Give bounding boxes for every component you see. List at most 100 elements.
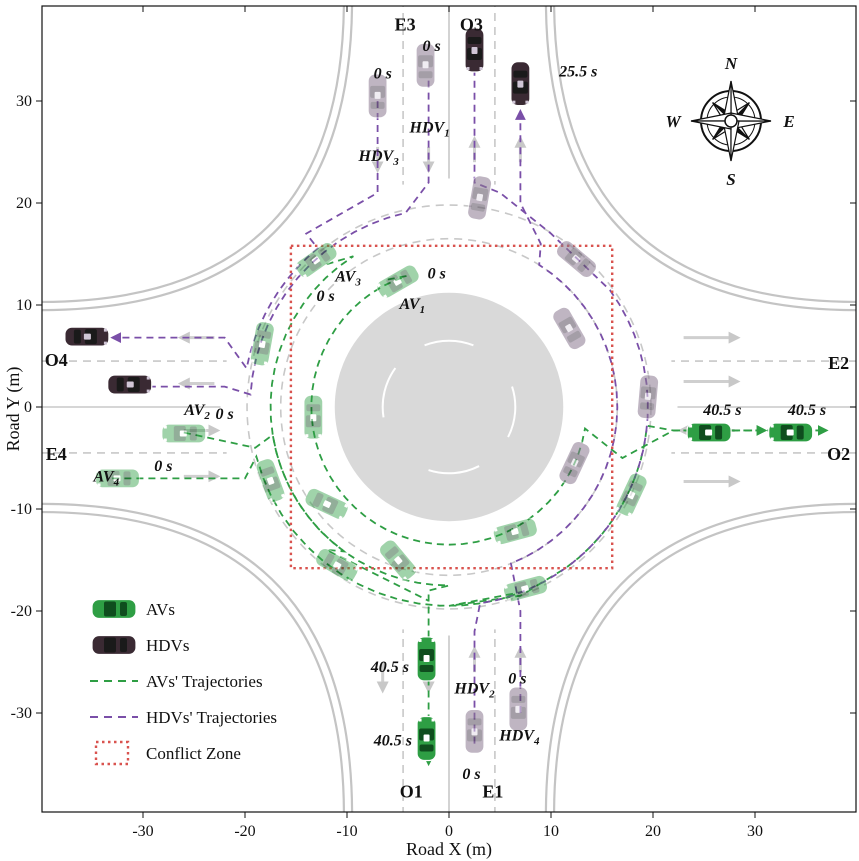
lane-label: O2 xyxy=(827,444,850,464)
compass-label: N xyxy=(724,54,738,73)
av-car-ghost xyxy=(492,517,539,546)
av-car-ghost xyxy=(295,241,338,279)
legend-label: AVs xyxy=(146,600,175,619)
lane-label: O3 xyxy=(460,15,483,35)
vehicles xyxy=(64,27,814,762)
x-tick-label: 10 xyxy=(543,823,559,840)
hdv-car-ghost xyxy=(552,306,587,351)
hdv-car xyxy=(107,374,153,395)
y-tick-label: -10 xyxy=(11,501,32,518)
time-label: 0 s xyxy=(462,766,480,783)
av-car-ghost xyxy=(376,264,420,299)
y-tick-label: 0 xyxy=(24,399,32,416)
global-time-label: 25.5 s xyxy=(558,63,597,80)
legend-label: Conflict Zone xyxy=(146,744,241,763)
conflict-zone-box xyxy=(289,244,614,570)
av-car xyxy=(416,636,437,682)
vehicle-label: AV3 xyxy=(334,268,361,288)
y-tick-label: 10 xyxy=(16,297,32,314)
av-car-ghost xyxy=(303,394,324,440)
y-axis-label: Road Y (m) xyxy=(3,367,24,452)
av-car-ghost xyxy=(255,457,286,503)
av-car xyxy=(768,422,814,443)
hdv-car-ghost xyxy=(466,175,493,221)
x-tick-label: 0 xyxy=(445,823,453,840)
legend-item: Conflict Zone xyxy=(94,740,241,766)
lane-label: E1 xyxy=(482,782,503,802)
conflict-zone xyxy=(289,244,614,570)
vehicle-label: HDV2 xyxy=(453,681,495,701)
x-tick-label: -30 xyxy=(132,823,153,840)
av-car-ghost xyxy=(615,472,648,517)
hdv-car-ghost xyxy=(367,73,388,119)
x-tick-label: 30 xyxy=(747,823,763,840)
hdv-car-ghost xyxy=(558,440,591,486)
legend-label: HDVs' Trajectories xyxy=(146,708,277,727)
compass-label: E xyxy=(782,112,794,131)
legend-label: HDVs xyxy=(146,636,189,655)
time-label: 0 s xyxy=(508,670,526,687)
trajectories xyxy=(110,47,829,767)
time-label: 40.5 s xyxy=(370,659,409,676)
hdv-car xyxy=(64,326,110,347)
vehicle-label: AV4 xyxy=(92,468,119,488)
time-label: 40.5 s xyxy=(702,402,741,419)
time-label: 0 s xyxy=(423,38,441,55)
vehicle-label: HDV1 xyxy=(409,120,450,140)
vehicle-label: AV1 xyxy=(398,296,425,316)
vehicle-label: HDV3 xyxy=(358,148,400,168)
av-car-ghost xyxy=(249,320,276,367)
av-car-ghost xyxy=(94,468,141,489)
vehicle-label: AV2 xyxy=(183,402,210,422)
hdv-car-ghost xyxy=(636,374,660,420)
time-label: 0 s xyxy=(316,288,334,305)
hdv-car-ghost xyxy=(555,239,598,279)
vehicle-label: HDV4 xyxy=(498,727,540,747)
y-tick-label: 20 xyxy=(16,195,32,212)
time-label: 0 s xyxy=(374,65,392,82)
compass-label: W xyxy=(665,112,682,131)
av-car-ghost xyxy=(161,423,207,444)
legend-label: AVs' Trajectories xyxy=(146,672,263,691)
compass-label: S xyxy=(726,170,735,189)
legend-item: AVs xyxy=(91,598,175,620)
x-tick-label: 20 xyxy=(645,823,661,840)
x-axis-label: Road X (m) xyxy=(406,839,492,860)
av-car-ghost xyxy=(314,547,359,583)
time-label: 0 s xyxy=(428,265,446,282)
axes: -30 -20 -10 0 10 20 30 -30 -20 -10 0 10 20 30 xyxy=(11,6,856,840)
y-tick-label: -20 xyxy=(11,603,32,620)
lane-label: E4 xyxy=(46,444,67,464)
central-island xyxy=(334,292,564,522)
av-car-ghost xyxy=(378,539,418,581)
time-label: 40.5 s xyxy=(787,402,826,419)
x-tick-label: -10 xyxy=(336,823,357,840)
y-tick-label: -30 xyxy=(11,705,32,722)
time-label: 0 s xyxy=(215,406,233,423)
legend-item: HDVs xyxy=(91,634,189,656)
hdv-car xyxy=(510,61,531,107)
y-tick-label: 30 xyxy=(16,93,32,110)
av-car-ghost xyxy=(304,487,349,521)
hdv-car xyxy=(464,27,485,73)
hdv-car-ghost xyxy=(508,686,529,732)
lane-label: E2 xyxy=(828,353,849,373)
legend-item: HDVs' Trajectories xyxy=(90,708,277,727)
av-car xyxy=(686,422,732,443)
lane-label: O4 xyxy=(45,350,68,370)
x-tick-label: -20 xyxy=(234,823,255,840)
av-car xyxy=(416,715,437,762)
compass-icon: N E S W xyxy=(665,54,794,189)
time-label: 0 s xyxy=(154,458,172,475)
time-label: 40.5 s xyxy=(373,733,412,750)
lane-label: O1 xyxy=(400,782,423,802)
legend-item: AVs' Trajectories xyxy=(90,672,263,691)
av-car-ghost xyxy=(502,574,549,603)
hdv-car-ghost xyxy=(415,42,436,88)
road-network xyxy=(42,6,856,812)
hdv-car-ghost xyxy=(464,708,485,754)
lane-label: E3 xyxy=(395,15,416,35)
